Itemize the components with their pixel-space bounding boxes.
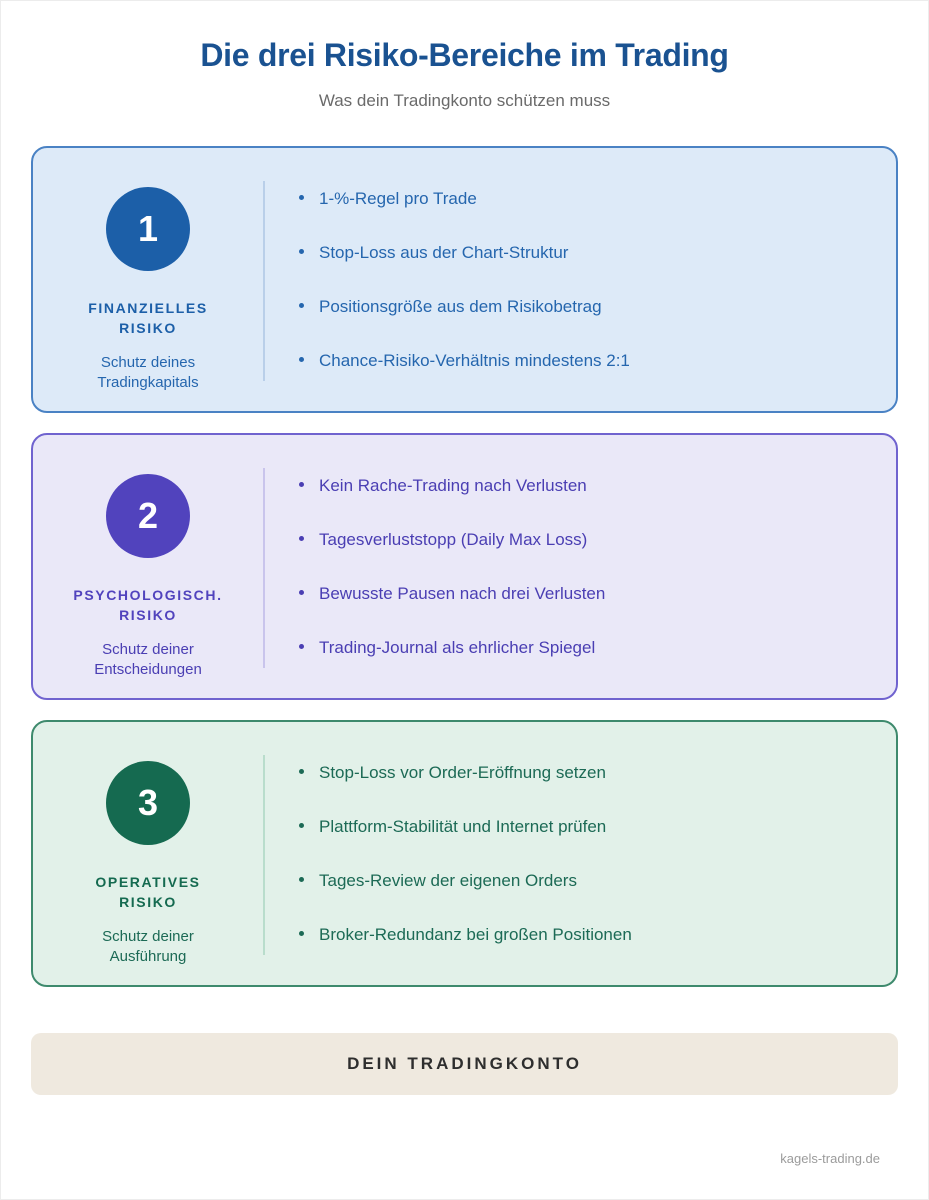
card-sublabel: Schutz deiner Ausführung [102, 928, 194, 966]
bullet-text: Positionsgröße aus dem Risikobetrag [319, 297, 602, 316]
card-number: 1 [137, 208, 159, 249]
card-sublabel: Schutz deines Tradingkapitals [97, 354, 199, 392]
bullet-item: Broker-Redundanz bei großen Positionen [299, 924, 896, 945]
card-operatives-risiko: 3 OPERATIVES RISIKO Schutz deiner Ausfüh… [31, 720, 898, 987]
page-subtitle: Was dein Tradingkonto schützen muss [318, 91, 611, 110]
bullet-item: Tages-Review der eigenen Orders [299, 870, 896, 891]
bullet-dot-icon [299, 877, 304, 882]
card-label: FINANZIELLES RISIKO [88, 300, 208, 336]
page-title: Die drei Risiko-Bereiche im Trading [200, 37, 729, 73]
card-label: PSYCHOLOGISCH. RISIKO [73, 587, 223, 623]
bullet-item: Positionsgröße aus dem Risikobetrag [299, 296, 896, 317]
bullet-text: Trading-Journal als ehrlicher Spiegel [319, 638, 596, 658]
bullet-item: Bewusste Pausen nach drei Verlusten [299, 583, 896, 604]
bullet-text: Plattform-Stabilität und Internet prüfen [319, 816, 607, 836]
bullet-text: Stop-Loss vor Order-Eröffnung setzen [319, 762, 606, 782]
bullet-item: Plattform-Stabilität und Internet prüfen [299, 816, 896, 837]
bullet-item: Stop-Loss aus der Chart-Struktur [299, 242, 896, 263]
footer: kagels-trading.de [1, 1150, 928, 1168]
number-circle-1: 1 [106, 187, 190, 271]
bullet-text: 1-%-Regel pro Trade [319, 188, 477, 208]
vertical-divider [263, 181, 265, 381]
card-finanzielles-risiko: 1 FINANZIELLES RISIKO Schutz deines Trad… [31, 146, 898, 413]
bullet-item: Trading-Journal als ehrlicher Spiegel [299, 637, 896, 658]
bullet-dot-icon [299, 768, 304, 774]
number-circle-2: 2 [106, 474, 190, 558]
card-sublabel: Schutz deiner Entscheidungen [94, 641, 202, 679]
card-label: OPERATIVES RISIKO [95, 874, 201, 910]
bullet-item: Stop-Loss vor Order-Eröffnung setzen [299, 762, 896, 783]
bullet-item: 1-%-Regel pro Trade [299, 188, 896, 209]
card-psychologisches-risiko: 2 PSYCHOLOGISCH. RISIKO Schutz deiner En… [31, 433, 898, 700]
bullet-list: Kein Rache-Trading nach Verlusten Tagesv… [265, 435, 896, 698]
bullet-dot-icon [299, 535, 304, 541]
bullet-dot-icon [299, 194, 304, 200]
bullet-text: Broker-Redundanz bei großen Positionen [319, 925, 632, 945]
card-left-column: 2 PSYCHOLOGISCH. RISIKO Schutz deiner En… [33, 435, 263, 698]
bullet-item: Tagesverluststopp (Daily Max Loss) [299, 529, 896, 550]
bullet-dot-icon [299, 357, 304, 363]
bullet-dot-icon [299, 590, 304, 595]
card-number: 3 [137, 782, 159, 823]
bullet-dot-icon [299, 481, 304, 487]
bullet-text: Bewusste Pausen nach drei Verlusten [319, 584, 606, 603]
bullet-text: Stop-Loss aus der Chart-Struktur [319, 242, 569, 262]
bullet-item: Kein Rache-Trading nach Verlusten [299, 475, 896, 496]
vertical-divider [263, 755, 265, 955]
bullet-text: Tagesverluststopp (Daily Max Loss) [319, 529, 588, 549]
bullet-dot-icon [299, 248, 304, 254]
bullet-item: Chance-Risiko-Verhältnis mindestens 2:1 [299, 350, 896, 371]
bullet-text: Tages-Review der eigenen Orders [319, 871, 577, 890]
bullet-text: Chance-Risiko-Verhältnis mindestens 2:1 [319, 351, 630, 371]
card-left-column: 3 OPERATIVES RISIKO Schutz deiner Ausfüh… [33, 722, 263, 985]
tradingkonto-bar-label: DEIN TRADINGKONTO [347, 1054, 582, 1073]
site-credit: kagels-trading.de [780, 1151, 880, 1166]
bullet-dot-icon [299, 931, 304, 937]
tradingkonto-bar: DEIN TRADINGKONTO [31, 1033, 898, 1095]
risk-cards: 1 FINANZIELLES RISIKO Schutz deines Trad… [31, 146, 898, 987]
card-left-column: 1 FINANZIELLES RISIKO Schutz deines Trad… [33, 148, 263, 411]
bullet-text: Kein Rache-Trading nach Verlusten [319, 475, 587, 495]
bullet-list: Stop-Loss vor Order-Eröffnung setzen Pla… [265, 722, 896, 985]
vertical-divider [263, 468, 265, 668]
header: Die drei Risiko-Bereiche im Trading Was … [1, 1, 928, 111]
bullet-dot-icon [299, 303, 304, 308]
number-circle-3: 3 [106, 761, 190, 845]
bullet-dot-icon [299, 822, 304, 828]
bullet-dot-icon [299, 644, 304, 650]
bullet-list: 1-%-Regel pro Trade Stop-Loss aus der Ch… [265, 148, 896, 411]
card-number: 2 [137, 495, 159, 536]
